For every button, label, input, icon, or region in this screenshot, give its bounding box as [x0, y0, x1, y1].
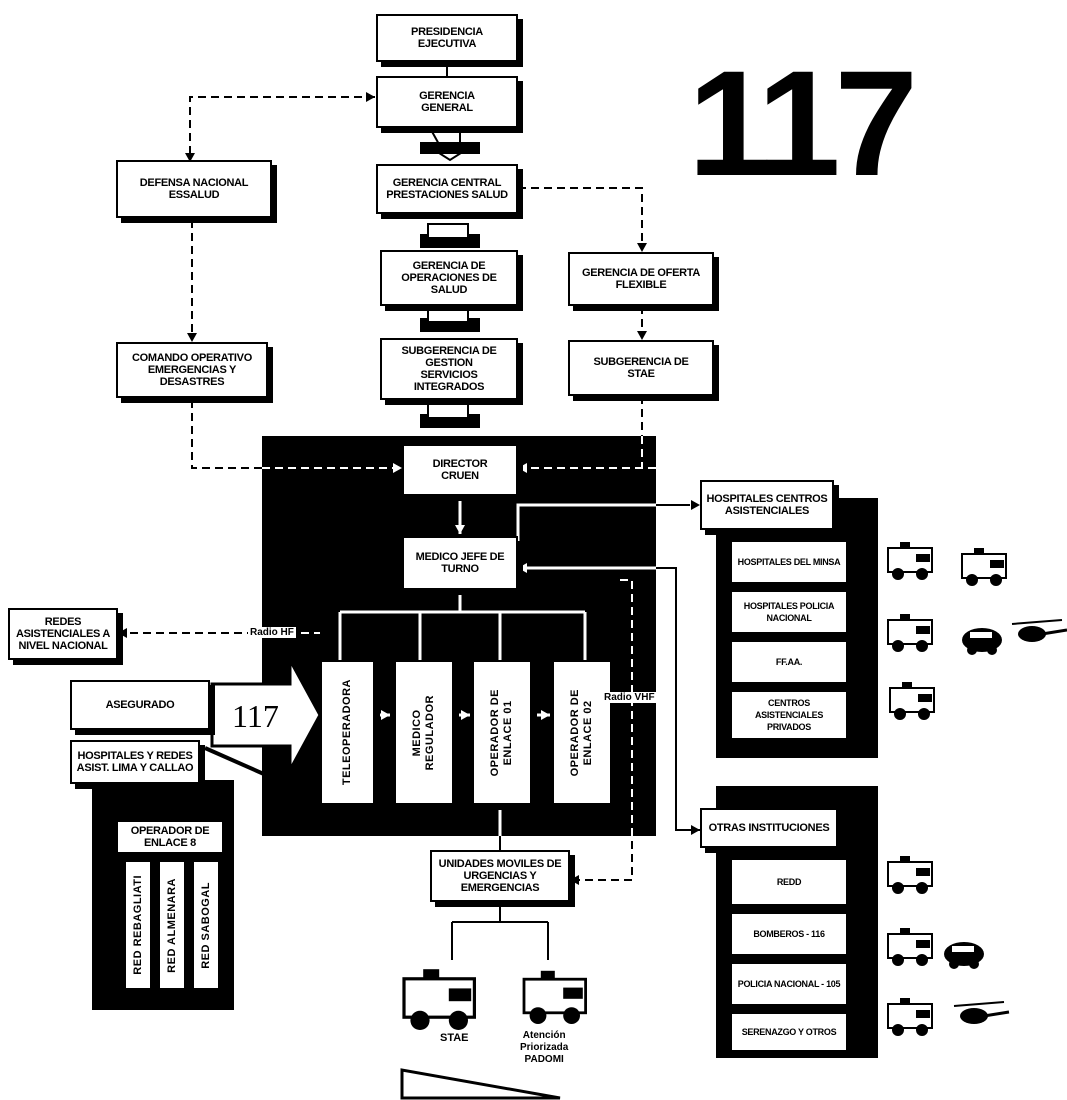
fire-truck-icon — [888, 928, 932, 966]
helicopter-icon — [954, 1002, 1009, 1024]
helicopter-icon — [1012, 620, 1067, 642]
police-car-icon — [944, 942, 984, 969]
ambulance-icon — [888, 856, 932, 894]
ambulance-icon — [890, 682, 934, 720]
ambulance-icon — [888, 542, 932, 580]
police-car-icon — [962, 628, 1002, 655]
ambulance-icon — [888, 998, 932, 1036]
ambulance-icon — [888, 614, 932, 652]
stae-ambulance-icon — [404, 969, 474, 1030]
padomi-ambulance-icon — [524, 971, 586, 1024]
ambulance-icon — [962, 548, 1006, 586]
